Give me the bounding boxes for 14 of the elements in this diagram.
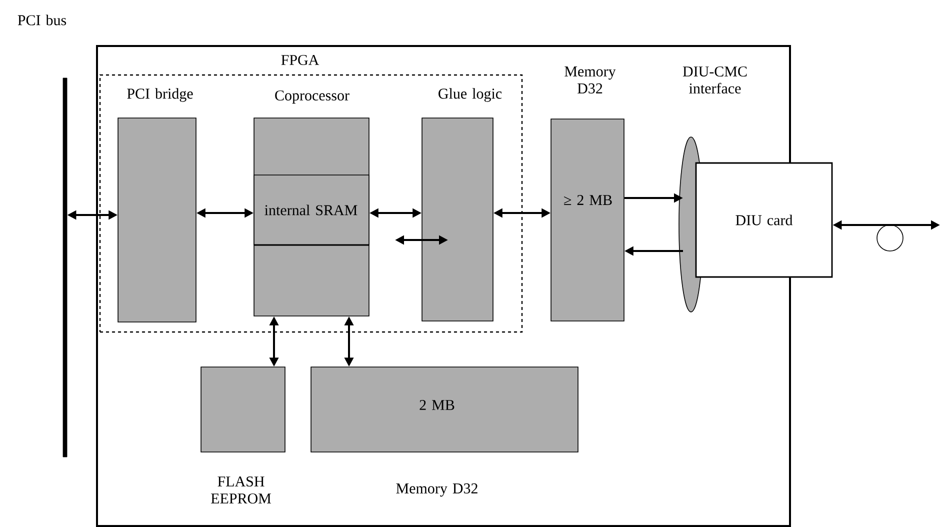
box-label: DIU card bbox=[736, 214, 793, 226]
box-heading: PCI bridge bbox=[127, 88, 193, 102]
box-label: ≥ 2 MB bbox=[564, 195, 612, 205]
box-caption: FLASH EEPROM bbox=[211, 476, 271, 504]
box-heading: Glue logic bbox=[438, 88, 502, 102]
box-label: Memory D32 bbox=[396, 483, 478, 497]
box-heading: Coprocessor bbox=[275, 90, 350, 104]
box-label: Memory D32 bbox=[564, 66, 616, 94]
bus-label: PCI bus bbox=[18, 14, 66, 26]
box-label: 2 MB bbox=[420, 400, 454, 410]
board-outline bbox=[96, 45, 791, 527]
box-heading: DIU-CMC interface bbox=[682, 66, 747, 94]
box-label: internal SRAM bbox=[264, 204, 358, 216]
box-heading: FPGA bbox=[281, 54, 320, 66]
